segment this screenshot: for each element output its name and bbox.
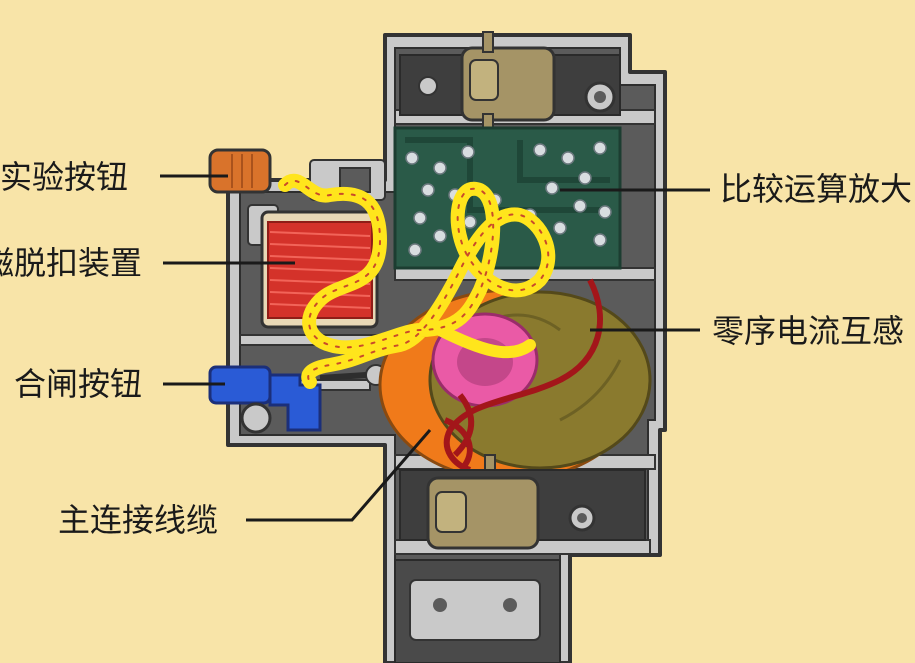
test-button — [208, 148, 272, 194]
leader-lines — [160, 174, 710, 522]
label-comparator-amp: 比较运算放大 — [720, 170, 913, 208]
close-button — [208, 364, 387, 434]
label-close-button: 合闸按钮 — [14, 365, 143, 403]
pcb-comparator-board — [393, 126, 622, 270]
bottom-terminal — [394, 469, 646, 663]
label-magnetic-trip: 磁脱扣装置 — [0, 244, 143, 282]
label-main-cable: 主连接线缆 — [58, 501, 219, 539]
leader-main-cable — [246, 429, 432, 522]
label-zero-seq-ct: 零序电流互感 — [712, 312, 905, 350]
main-cable — [443, 278, 603, 473]
current-flow-path — [278, 173, 556, 389]
top-terminal — [399, 31, 621, 135]
label-test-button: 实验按钮 — [0, 158, 129, 196]
